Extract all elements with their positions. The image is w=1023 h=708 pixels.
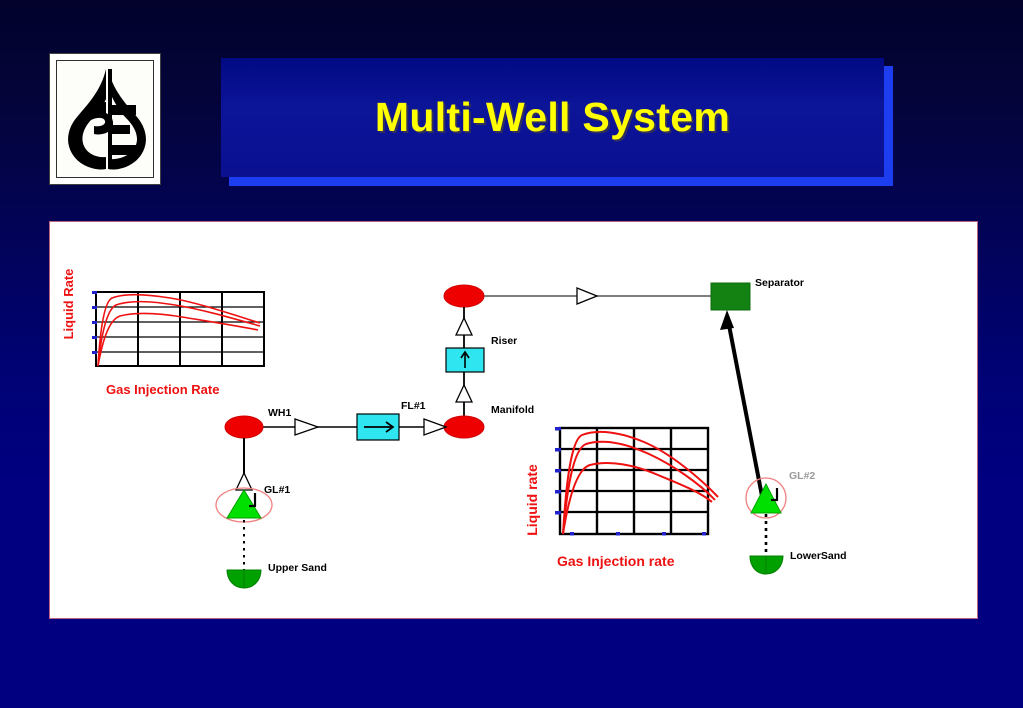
fl1-right-arrow-icon [364,421,395,433]
title-banner-accent-right [884,66,893,186]
title-banner: Multi-Well System [221,58,884,177]
chart-right-curves [562,430,719,535]
gl1-label: GL#1 [264,484,290,496]
lower-sand-reservoir[interactable] [749,555,767,575]
chart-right-axis-ticks [555,427,706,536]
fl1-label: FL#1 [401,400,426,412]
node-wellhead-1[interactable] [224,415,264,439]
upper-sand-reservoir-right [243,569,262,589]
chart-left: Liquid Rate [61,269,265,397]
node-riser-top[interactable] [443,284,485,308]
gl2-label: GL#2 [789,470,815,482]
riser-arrow-lower [454,383,474,403]
gaslift-arrowhead [720,310,734,330]
chart-left-axis-ticks [92,291,97,354]
chart-left-curves [97,293,261,367]
gaslift-line-to-separator [726,319,764,497]
riser-arrow-upper [454,316,474,336]
company-logo [49,53,161,185]
riser-label: Riser [491,335,517,347]
chart-right-xlabel: Gas Injection rate [557,553,675,569]
upper-sand-label: Upper Sand [268,562,327,574]
separator-block[interactable] [710,282,751,311]
flow-arrow-to-separator [576,287,599,305]
gaslift-valve-2[interactable] [750,482,782,514]
multi-well-process-diagram: Liquid Rate [61,269,847,589]
separator-label: Separator [755,277,804,289]
chart-left-ylabel: Liquid Rate [61,269,76,340]
gaslift-valve-1[interactable] [226,489,262,519]
chart-right-ylabel: Liquid rate [524,464,540,536]
pe-teardrop-icon [68,69,146,170]
page-title: Multi-Well System [374,94,731,140]
lower-sand-label: LowerSand [790,550,847,562]
logo-inner-frame [56,60,154,178]
flow-arrow-fl1-out [423,418,448,436]
diagram-panel: Liquid Rate [49,221,978,619]
lower-sand-reservoir-right [765,555,784,575]
upper-sand-reservoir[interactable] [226,569,245,589]
chart-left-xlabel: Gas Injection Rate [106,382,219,397]
wh1-label: WH1 [268,407,291,419]
flow-arrow-wh1-out [294,418,320,436]
node-manifold[interactable] [443,415,485,439]
manifold-label: Manifold [491,404,534,416]
title-banner-accent-bottom [229,177,893,186]
gl2-circle-highlight [745,477,787,519]
riser-up-arrow-icon [460,350,470,368]
chart-right: Liquid rate [524,426,719,569]
